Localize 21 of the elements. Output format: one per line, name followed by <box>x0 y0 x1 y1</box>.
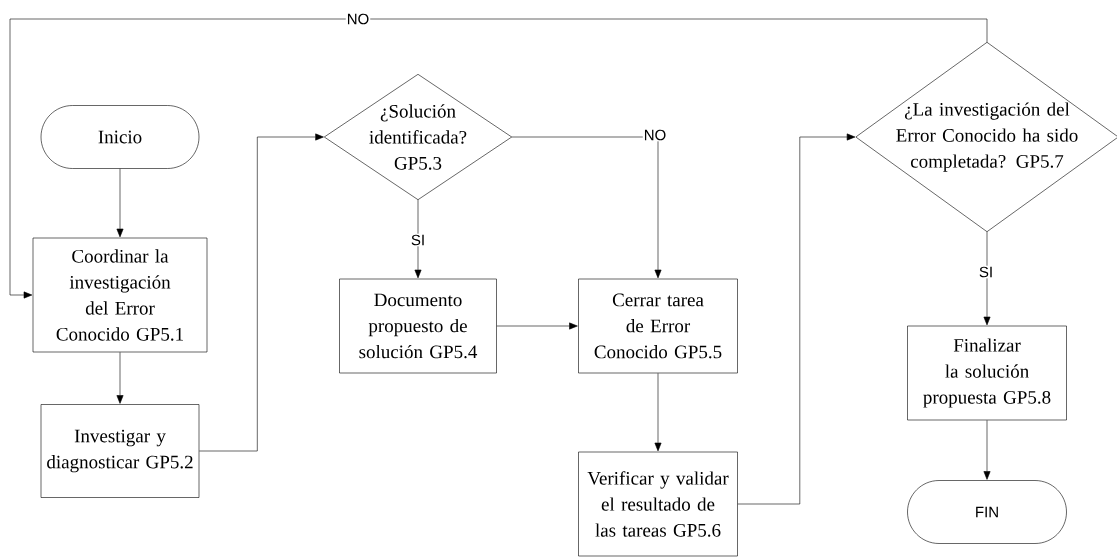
edge-label: SI <box>409 233 427 247</box>
arrow <box>654 373 662 452</box>
arrow <box>496 322 578 330</box>
process-box: Cerrar tarea de Error Conocido GP5.5 <box>578 278 738 374</box>
arrow <box>414 199 422 279</box>
process-box: Finalizar la solución propuesta GP5.8 <box>907 325 1067 421</box>
arrow <box>199 133 324 452</box>
process-box: Documento propuesto de solución GP5.4 <box>339 278 497 374</box>
arrow <box>116 168 124 238</box>
arrow <box>983 231 991 326</box>
process-box: Coordinar la investigación del Error Conocido GP5.1 <box>32 237 208 353</box>
edge-label: NO <box>345 12 371 26</box>
arrow <box>511 136 662 279</box>
edge-label: SI <box>977 265 995 279</box>
process-box: Verificar y validar el resultado de las tareas GP5.6 <box>578 451 738 557</box>
edge-label: NO <box>642 128 668 142</box>
arrow <box>983 420 991 480</box>
arrow <box>116 352 124 404</box>
arrow <box>9 18 988 299</box>
process-box: Investigar y diagnosticar GP5.2 <box>40 404 200 498</box>
arrow <box>737 133 856 505</box>
